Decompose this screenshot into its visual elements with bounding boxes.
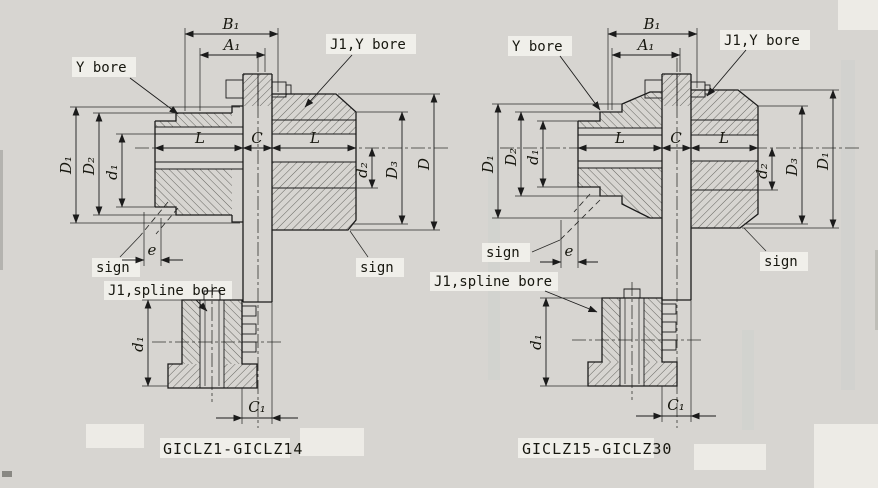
left-label-j1-y-bore: J1,Y bore [330,37,406,53]
right-callout-sign-left: sign [482,193,601,262]
right-label-D1: D₁ [479,155,497,174]
right-dim-D1: D₁ [479,103,650,219]
left-dim-D1: D₁ [57,106,240,224]
left-dim-C1: C₁ [216,302,298,424]
left-label-sign-right: sign [360,260,394,276]
left-dim-e: e [122,212,183,266]
left-section-view [152,284,284,402]
left-label-C: C [251,129,263,147]
left-label-D3: D₃ [383,161,401,180]
left-label-spline-bore: J1,spline bore [108,283,226,299]
left-drawing: B₁ A₁ Y bore J1,Y bore D₁ [57,15,448,458]
spline-stud-icon [661,321,677,333]
left-label-A1: A₁ [222,36,241,54]
right-label-sign-right: sign [764,254,798,270]
right-label-spline-bore: J1,spline bore [434,274,552,290]
left-dim-A1: A₁ [199,36,266,111]
left-dim-d1: d₁ [103,133,155,208]
right-label-sign-left: sign [486,245,520,261]
right-section-view [572,282,702,400]
left-dim-d1-section: d₁ [129,299,182,387]
left-label-L-right: L [309,129,320,147]
right-label-L-right: L [718,129,729,147]
left-label-B1: B₁ [221,15,239,33]
left-dim-D: D [338,93,440,231]
left-label-D2: D₂ [80,157,98,176]
right-dim-e: e [540,187,598,268]
left-callout-y-bore: Y bore [72,57,179,115]
right-callout-y-bore: Y bore [508,36,601,111]
right-label-D3: D₃ [783,158,801,177]
right-label-D1-outer: D₁ [814,152,832,171]
left-caption-text: GICLZ1-GICLZ14 [163,440,303,458]
right-dim-B1: B₁ [607,15,698,110]
left-hatching [155,74,356,230]
right-hatching [578,74,758,228]
right-dim-d2: d₂ [753,147,778,191]
left-label-d2: d₂ [353,162,371,178]
right-dim-D2: D₂ [502,111,622,197]
left-label-sign-left: sign [96,260,130,276]
right-dim-D1-outer: D₁ [740,89,839,229]
right-label-d1: d₁ [524,149,542,165]
left-label-C1: C₁ [248,398,266,416]
left-label-d1: d₁ [103,164,121,180]
spline-stud-icon [241,323,257,335]
right-centerlines [500,58,862,428]
left-label-d1-section: d₁ [129,336,147,352]
right-label-C: C [670,129,682,147]
spline-stud-icon [241,305,257,317]
spline-stud-icon [661,339,677,351]
bolt-head-icon [644,79,663,99]
right-flange-and-bolt [644,73,711,301]
left-caption: GICLZ1-GICLZ14 [160,438,303,458]
left-callout-j1-y-bore: J1,Y bore [304,34,416,108]
right-caption: GICLZ15-GICLZ30 [518,438,672,458]
left-dim-LCL: L C L [154,129,357,152]
right-caption-text: GICLZ15-GICLZ30 [522,440,672,458]
right-drawing: B₁ A₁ Y bore J1,Y bore D₁ [430,15,862,458]
left-dim-B1: B₁ [184,15,279,111]
bolt-end-icon [285,84,292,95]
right-sleeve-outline [691,89,759,229]
right-dim-A1: A₁ [611,36,681,110]
left-callout-sign-left: sign [92,201,179,277]
left-label-D: D [415,158,433,171]
left-dim-D2: D₂ [80,112,176,216]
right-label-C1: C₁ [667,396,685,414]
left-hub-outline [154,105,243,223]
right-dim-LCL: L C L [577,129,759,152]
right-label-D2: D₂ [502,148,520,167]
right-label-A1: A₁ [636,36,655,54]
right-callout-sign-right: sign [743,227,808,271]
right-dim-C1: C₁ [636,300,716,422]
left-label-y-bore: Y bore [76,60,127,76]
right-label-e: e [565,242,574,260]
spline-stud-icon [661,303,677,315]
left-callout-sign-right: sign [349,230,404,277]
right-label-d2: d₂ [753,163,771,179]
right-callout-spline-bore: J1,spline bore [430,272,598,313]
left-sleeve-outline [272,93,357,231]
right-label-j1-y-bore: J1,Y bore [724,33,800,49]
left-callout-spline-bore: J1,spline bore [104,281,232,312]
left-dim-d2: d₂ [353,147,378,189]
right-label-B1: B₁ [642,15,660,33]
left-dim-D3: D₃ [352,111,408,225]
right-callout-j1-y-bore: J1,Y bore [706,30,810,97]
bolt-head-icon [225,79,244,99]
right-label-L-left: L [614,129,625,147]
left-label-L-left: L [194,129,205,147]
left-label-e: e [148,241,157,259]
left-label-D1: D₁ [57,156,75,175]
spline-stud-icon [241,341,257,353]
right-dim-D3: D₃ [744,105,808,225]
right-label-y-bore: Y bore [512,39,563,55]
right-dim-d1-section: d₁ [527,297,602,387]
right-dim-d1: d₁ [524,120,578,188]
right-label-d1-section: d₁ [527,334,545,350]
